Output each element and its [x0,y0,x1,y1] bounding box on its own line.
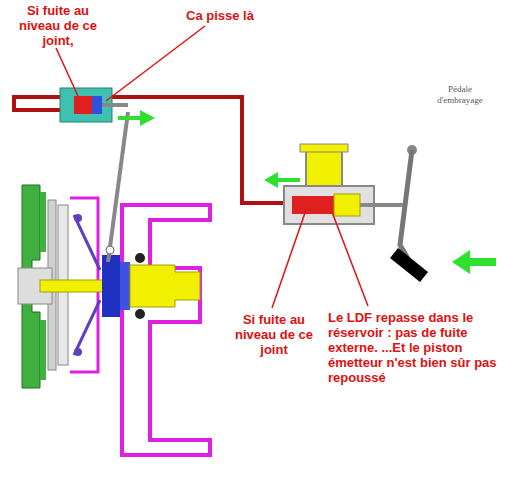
pedal-label: Pédale d'embrayage [428,84,492,106]
leak-note: Si fuite au niveau de ce joint, [8,3,108,48]
leak-callout: Ca pisse là [186,8,296,23]
explanation-note: Le LDF repasse dans le réservoir : pas d… [328,310,506,385]
leak-note: Si fuite au niveau de ce joint [228,312,320,357]
